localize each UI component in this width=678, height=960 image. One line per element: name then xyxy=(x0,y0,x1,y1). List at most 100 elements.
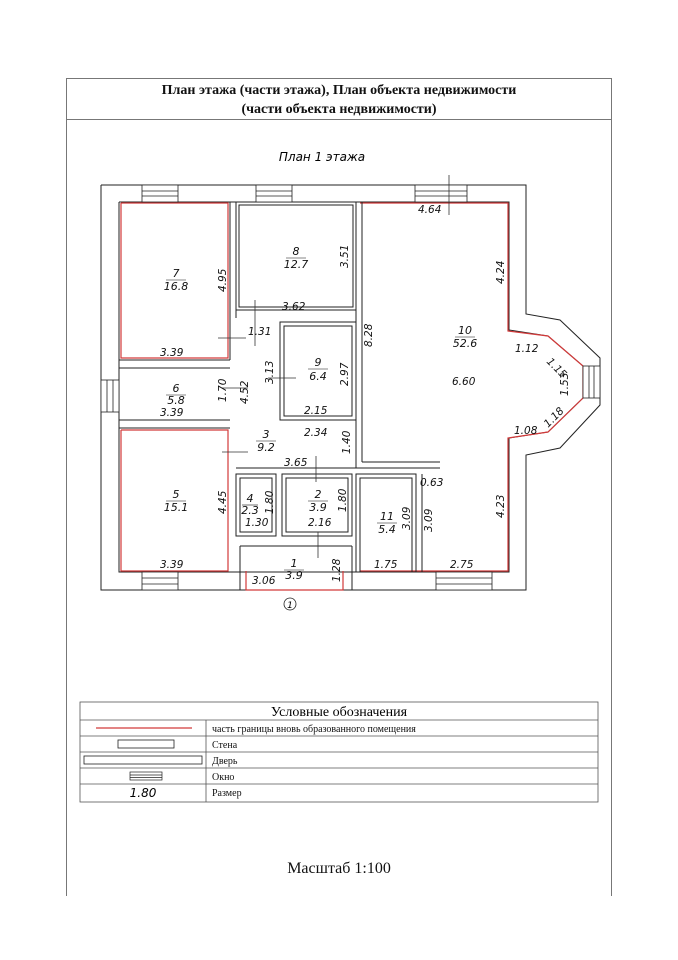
plan-caption: План 1 этажа xyxy=(279,150,365,164)
window-west xyxy=(100,379,120,413)
dim-3-13: 3.13 xyxy=(264,361,276,384)
legend-size-symbol: 1.80 xyxy=(130,786,157,800)
legend-label-size: Размер xyxy=(212,788,242,799)
dim-4-24: 4.24 xyxy=(495,261,507,284)
window-bay xyxy=(582,365,601,399)
legend-label-red-line: часть границы вновь образованного помеще… xyxy=(212,724,416,735)
wall-room-2-inner xyxy=(285,477,349,533)
title-block: План этажа (части этажа), План объекта н… xyxy=(66,78,612,120)
dim-1-28: 1.28 xyxy=(331,558,343,582)
room-6-area: 5.8 xyxy=(167,394,185,407)
room-5-area: 15.1 xyxy=(164,501,189,514)
dim-3-51: 3.51 xyxy=(339,245,351,268)
wall-room-11-inner xyxy=(359,477,413,573)
title-line-2: (части объекта недвижимости) xyxy=(241,102,437,117)
window-north-1 xyxy=(141,184,179,203)
room-10-area: 52.6 xyxy=(453,337,478,350)
room-2-area: 3.9 xyxy=(309,501,327,514)
room-7-number: 7 xyxy=(173,267,180,280)
dim-1-08: 1.08 xyxy=(514,425,538,437)
axis-marker-circle xyxy=(283,597,297,611)
sheet-frame xyxy=(66,78,612,896)
dim-3-39-a: 3.39 xyxy=(160,347,184,359)
dim-3-06: 3.06 xyxy=(252,575,276,587)
windows xyxy=(100,184,601,591)
room-6-number: 6 xyxy=(173,382,180,395)
legend-label-wall: Стена xyxy=(212,740,238,751)
dim-3-39-c: 3.39 xyxy=(160,559,184,571)
wall-room-4 xyxy=(235,473,277,537)
dim-1-80-a: 1.80 xyxy=(264,490,276,514)
dim-4-52: 4.52 xyxy=(239,380,251,404)
dim-4-45: 4.45 xyxy=(217,490,229,514)
dim-4-23: 4.23 xyxy=(495,495,507,518)
dim-8-28: 8.28 xyxy=(363,323,375,347)
dim-1-80-b: 1.80 xyxy=(337,488,349,512)
dimension-lines xyxy=(218,175,450,558)
boundary-room-7 xyxy=(120,202,229,359)
dim-1-70: 1.70 xyxy=(217,378,229,402)
dim-4-64: 4.64 xyxy=(418,204,441,216)
legend-title: Условные обозначения xyxy=(271,705,408,720)
room-3-number: 3 xyxy=(263,428,270,441)
dim-1-31: 1.31 xyxy=(248,326,271,338)
room-11-area: 5.4 xyxy=(378,523,396,536)
room-9-area: 6.4 xyxy=(309,370,327,383)
dim-2-16: 2.16 xyxy=(308,517,332,529)
outer-wall-inner xyxy=(118,201,584,573)
dim-2-15: 2.15 xyxy=(304,405,328,417)
room-8-number: 8 xyxy=(293,245,300,258)
room-labels: 7 16.8 8 12.7 10 52.6 9 6.4 6 5.8 3 9.2 … xyxy=(164,245,478,582)
interior-walls xyxy=(119,201,440,590)
room-7-area: 16.8 xyxy=(164,280,189,293)
dim-2-75: 2.75 xyxy=(450,559,474,571)
boundary-room-1 xyxy=(245,571,344,591)
dim-1-40: 1.40 xyxy=(341,430,353,454)
room-8-area: 12.7 xyxy=(284,258,309,271)
dim-1-30: 1.30 xyxy=(245,517,269,529)
dim-4-95: 4.95 xyxy=(217,268,229,292)
window-north-2 xyxy=(255,184,293,203)
room-1-area: 3.9 xyxy=(285,569,303,582)
dim-1-12: 1.12 xyxy=(515,343,539,355)
axis-marker-label: 1 xyxy=(287,601,293,611)
room-5-number: 5 xyxy=(173,488,180,501)
legend-wall-symbol xyxy=(117,739,175,749)
wall-room-4-inner xyxy=(239,477,273,533)
dim-3-62: 3.62 xyxy=(282,301,306,313)
legend-table xyxy=(79,701,599,803)
window-south-2 xyxy=(435,571,493,591)
room-11-number: 11 xyxy=(380,510,394,523)
wall-room-2 xyxy=(281,473,353,537)
boundary-room-5 xyxy=(120,429,229,572)
wall-room-8-inner xyxy=(238,204,354,308)
dim-1-75: 1.75 xyxy=(374,559,398,571)
legend-label-window: Окно xyxy=(212,772,234,783)
dim-2-97: 2.97 xyxy=(339,362,351,386)
room-2-number: 2 xyxy=(315,488,322,501)
window-north-3 xyxy=(414,184,468,203)
dim-1-53: 1.53 xyxy=(559,373,571,396)
dim-6-60: 6.60 xyxy=(452,376,476,388)
room-3-area: 9.2 xyxy=(257,441,275,454)
room-4-number: 4 xyxy=(247,492,254,505)
dim-3-09-a: 3.09 xyxy=(401,506,413,530)
dim-2-34: 2.34 xyxy=(304,427,327,439)
wall-room-9-inner xyxy=(283,325,353,417)
dim-0-63: 0.63 xyxy=(420,477,443,489)
outer-wall-outer xyxy=(100,184,601,591)
room-10-number: 10 xyxy=(458,324,472,337)
dim-3-65: 3.65 xyxy=(284,457,308,469)
dim-3-09-b: 3.09 xyxy=(423,508,435,532)
title-line-1: План этажа (части этажа), План объекта н… xyxy=(161,83,517,98)
dim-3-39-b: 3.39 xyxy=(160,407,184,419)
room-1-number: 1 xyxy=(291,557,298,570)
room-9-number: 9 xyxy=(315,356,322,369)
scale-label: Масштаб 1:100 xyxy=(287,860,391,877)
legend-window-symbol xyxy=(129,771,163,781)
room-4-area: 2.3 xyxy=(241,504,259,517)
legend-label-door: Дверь xyxy=(212,756,238,767)
window-south-1 xyxy=(141,571,179,591)
legend-door-symbol xyxy=(83,755,203,765)
